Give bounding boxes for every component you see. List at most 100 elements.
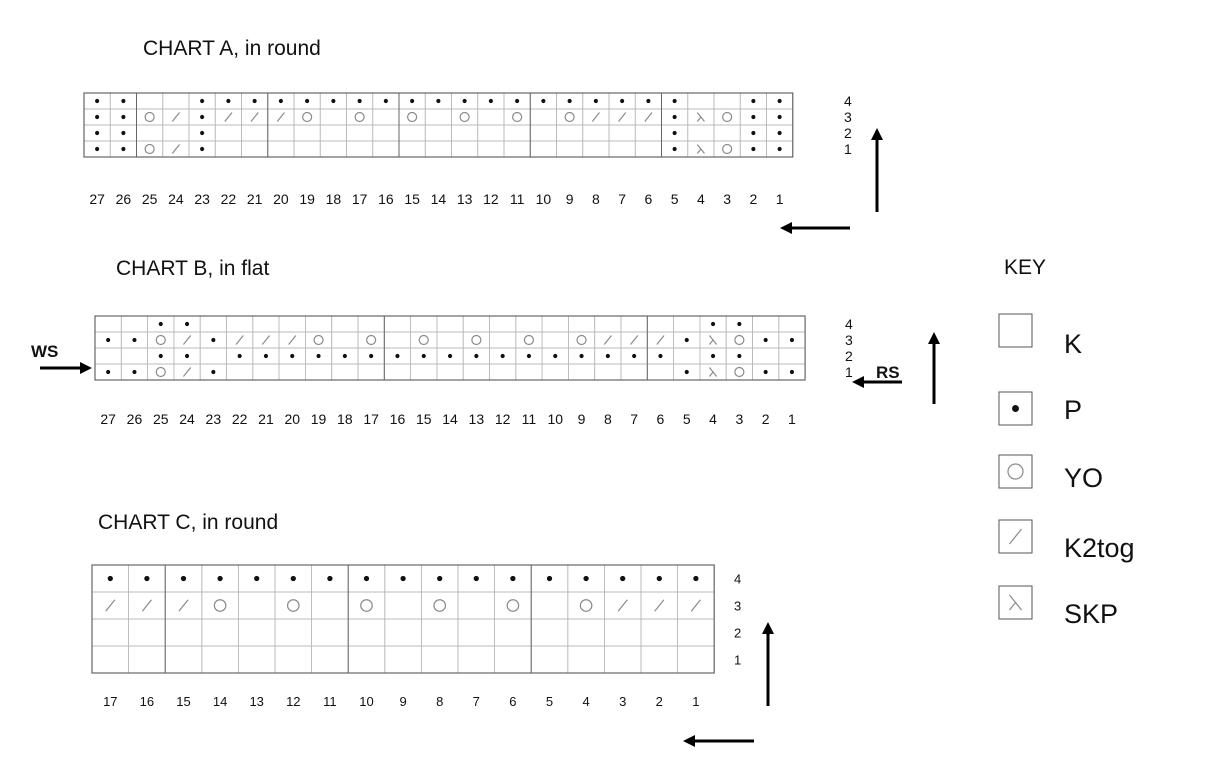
chart-a-cell xyxy=(267,140,295,158)
chart-b-stitch-yo xyxy=(313,334,324,346)
chart-b-cell xyxy=(568,331,596,349)
chart-a-cell xyxy=(556,124,584,142)
key-label-skp: SKP xyxy=(1064,599,1118,629)
chart-b-cell xyxy=(304,331,333,349)
chart-b-stitch-p xyxy=(290,353,295,359)
chart-a-stitch-p xyxy=(331,98,336,104)
key-box-skp xyxy=(998,585,1033,620)
chart-a-stitch-p xyxy=(436,98,441,104)
chart-a-stitch-k2tog xyxy=(276,112,285,122)
chart-b-cell xyxy=(252,315,280,333)
chart-b-cell xyxy=(357,315,385,333)
chart-b-cell xyxy=(752,315,780,333)
chart-a-cell xyxy=(503,124,531,142)
chart-a-stitch-skp xyxy=(696,144,705,154)
chart-b-cell xyxy=(489,315,517,333)
chart-c-stitch-p xyxy=(400,575,406,582)
chart-a-stitch-yo xyxy=(564,111,575,123)
chart-a-stitch-p xyxy=(200,98,205,104)
chart-a-cell xyxy=(713,124,741,142)
chart-c-stitch-p xyxy=(180,575,187,582)
chart-c-stitch-k2tog xyxy=(178,599,189,612)
chart-c-cell xyxy=(530,618,569,647)
chart-a-cell xyxy=(136,92,164,110)
chart-a-cell xyxy=(582,124,610,142)
chart-b-stitch-p xyxy=(605,353,610,359)
chart-b-cell xyxy=(515,331,543,349)
chart-a-stitch-number: 26 xyxy=(116,191,132,207)
chart-b-stitch-p xyxy=(447,353,453,359)
chart-c-cell xyxy=(274,645,312,674)
key-title: KEY xyxy=(1004,256,1047,279)
chart-a-stitch-number: 20 xyxy=(273,191,289,207)
chart-a-stitch-yo xyxy=(302,111,313,123)
chart-b-stitch-number: 5 xyxy=(683,411,691,427)
chart-c-stitch-p xyxy=(510,575,516,582)
chart-a-title: CHART A, in round xyxy=(143,37,321,60)
chart-c-cell xyxy=(128,618,166,647)
chart-a-stitch-p xyxy=(672,130,677,136)
chart-c-stitch-k2tog xyxy=(617,599,628,612)
chart-c-cell xyxy=(457,591,495,620)
chart-a-cell xyxy=(372,124,400,142)
chart-a-stitch-p xyxy=(383,98,388,104)
chart-c-cell xyxy=(347,618,386,647)
chart-a-stitch-p xyxy=(121,146,126,152)
chart-a-cell xyxy=(634,124,662,142)
chart-a-stitch-p xyxy=(200,146,205,152)
chart-b-stitch-p xyxy=(474,353,479,359)
chart-b-stitch-number: 6 xyxy=(657,411,665,427)
chart-b-stitch-yo xyxy=(155,334,166,346)
chart-c-stitch-number: 9 xyxy=(399,694,406,709)
chart-c-cell xyxy=(494,618,532,647)
chart-b-stitch-yo xyxy=(366,334,377,346)
chart-c-border xyxy=(91,564,715,674)
chart-b-stitch-number: 3 xyxy=(735,411,743,427)
chart-b-up-arrow-head xyxy=(928,332,940,344)
chart-b-cell xyxy=(673,347,701,365)
chart-b-stitch-p xyxy=(158,321,163,327)
chart-a-cell xyxy=(451,108,479,126)
chart-b-cell xyxy=(304,363,333,381)
chart-a-cell xyxy=(293,108,321,126)
chart-a-stitch-number: 12 xyxy=(483,191,499,207)
chart-b-cell xyxy=(357,331,385,349)
chart-c-cell xyxy=(457,645,495,674)
chart-c-stitch-number: 14 xyxy=(213,694,227,709)
chart-c-cell xyxy=(530,591,569,620)
chart-c-stitch-p xyxy=(363,575,370,582)
chart-b-cell xyxy=(383,363,411,381)
chart-c-stitch-number: 13 xyxy=(249,694,263,709)
chart-c-cell xyxy=(420,618,459,647)
chart-c-title: CHART C, in round xyxy=(98,511,279,534)
chart-b-cell xyxy=(94,315,122,333)
chart-b-stitch-number: 14 xyxy=(442,411,458,427)
chart-b-stitch-number: 10 xyxy=(547,411,563,427)
chart-c-stitch-yo xyxy=(506,599,520,612)
chart-b-cell xyxy=(515,363,543,381)
chart-a-stitch-p xyxy=(751,98,756,104)
chart-a-stitch-yo xyxy=(722,111,733,123)
chart-c-cell xyxy=(237,591,276,620)
chart-a-stitch-number: 17 xyxy=(352,191,368,207)
chart-b-stitch-p xyxy=(211,369,216,375)
chart-c-cell xyxy=(237,618,276,647)
chart-c-stitch-number: 4 xyxy=(582,694,589,709)
chart-a-stitch-number: 19 xyxy=(299,191,315,207)
chart-c-cell xyxy=(311,618,349,647)
chart-b-stitch-p xyxy=(132,369,137,375)
chart-c-stitch-number: 1 xyxy=(692,694,699,709)
key-box-p xyxy=(998,391,1033,426)
chart-a-stitch-number: 25 xyxy=(142,191,158,207)
chart-c-cell xyxy=(274,591,312,620)
chart-b-stitch-p xyxy=(395,353,400,359)
key-symbol-skp-icon xyxy=(1009,594,1022,611)
chart-c-stitch-number: 11 xyxy=(323,694,337,709)
chart-b-row-number: 3 xyxy=(845,332,853,348)
chart-b-stitch-p xyxy=(684,337,689,343)
chart-a-stitch-skp xyxy=(696,112,705,122)
chart-b-stitch-p xyxy=(658,353,663,359)
chart-b-stitch-number: 11 xyxy=(522,411,537,427)
chart-b-cell xyxy=(226,315,254,333)
